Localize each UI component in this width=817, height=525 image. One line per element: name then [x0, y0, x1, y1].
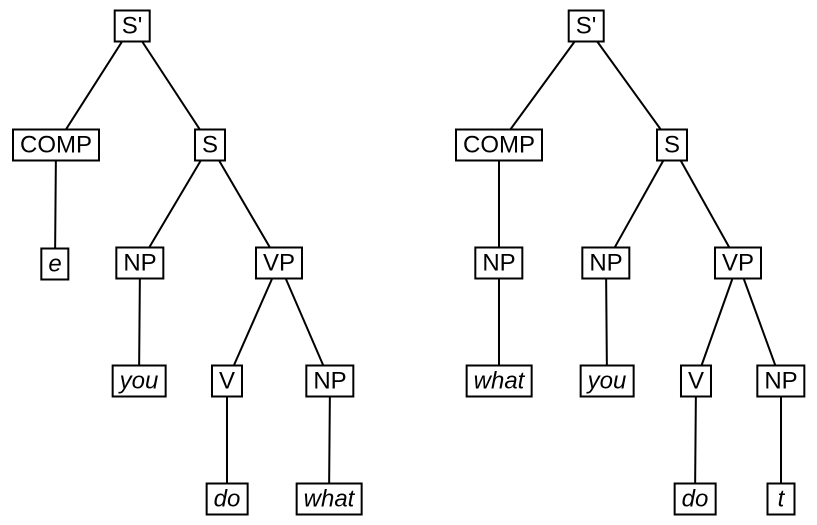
left-tree-node-comp: COMP: [12, 128, 100, 162]
tree-edge-vp-v: [226, 262, 280, 382]
left-tree-node-vp: VP: [254, 246, 304, 280]
left-tree-node-np2: NP: [305, 364, 355, 398]
right-tree-node-vp: VP: [713, 246, 763, 280]
left-tree-node-np1: NP: [115, 246, 165, 280]
tree-edge-s-vp: [209, 144, 280, 264]
right-tree-node-you: you: [579, 364, 635, 398]
tree-edge-vp-np3: [737, 262, 782, 382]
right-tree-node-v: V: [679, 364, 713, 398]
right-tree-node-sbar: S': [567, 9, 605, 43]
right-tree-node-np2: NP: [581, 246, 631, 280]
tree-edge-s-np1: [139, 144, 211, 264]
right-tree-node-t: t: [766, 482, 796, 516]
tree-edge-v-do: [694, 380, 697, 500]
tree-edge-vp-v: [695, 262, 739, 382]
tree-edge-s-vp: [671, 144, 739, 264]
tree-edge-comp-e: [54, 144, 57, 265]
tree-edge-np1-you: [138, 262, 141, 382]
tree-edge-np2-what: [328, 380, 331, 500]
right-tree-node-s: S: [655, 128, 689, 162]
tree-edge-sbar-s: [131, 25, 211, 146]
left-tree-node-sbar: S': [113, 9, 151, 43]
left-tree-node-e: e: [40, 247, 70, 281]
tree-edge-s-np2: [605, 144, 673, 264]
right-tree-node-np3: NP: [756, 364, 806, 398]
tree-edge-sbar-comp: [55, 25, 133, 146]
right-tree-node-what: what: [465, 364, 533, 398]
tree-edge-np2-you: [605, 262, 608, 382]
left-tree-node-you: you: [111, 364, 167, 398]
right-tree-node-do: do: [673, 482, 717, 516]
tree-edge-vp-np2: [278, 262, 331, 382]
left-tree-node-v: V: [210, 364, 244, 398]
left-tree-node-do: do: [205, 482, 249, 516]
tree-edge-sbar-s: [585, 25, 673, 146]
left-tree-node-s: S: [193, 128, 227, 162]
right-tree-node-comp: COMP: [455, 128, 543, 162]
right-tree-node-np1: NP: [474, 246, 524, 280]
tree-edge-sbar-comp: [498, 25, 587, 146]
left-tree-node-what: what: [295, 482, 363, 516]
